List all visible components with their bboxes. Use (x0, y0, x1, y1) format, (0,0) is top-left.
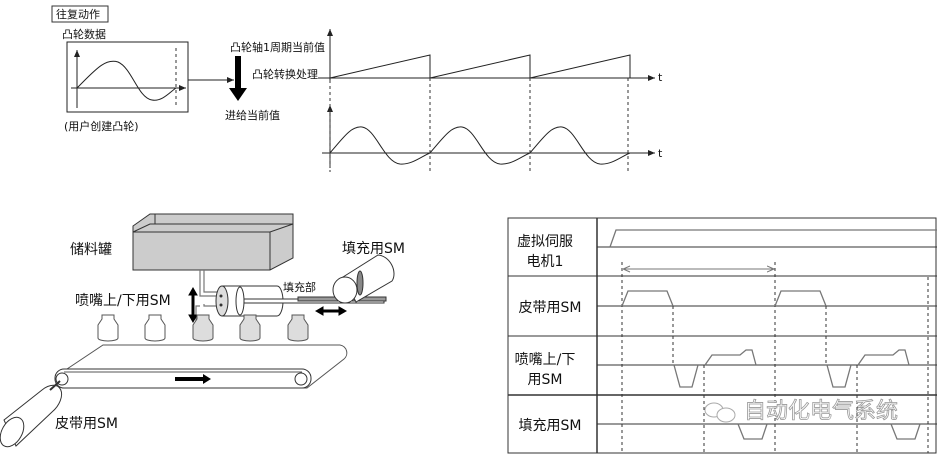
belt-sm-label: 皮带用SM (55, 416, 118, 432)
nozzle-sm-label: 喷嘴上/下用SM (75, 293, 171, 309)
belt-sm-signal (621, 290, 827, 307)
cam-data-label: 凸轮数据 (62, 27, 106, 41)
nozzle-vertical-arrow-icon (188, 286, 198, 324)
row-label-nozzle-sm-1: 喷嘴上/下 (515, 352, 576, 368)
nozzle-sm-signal (673, 349, 910, 388)
lower-t-label: t (658, 147, 663, 160)
cam-process-diagram: 往复动作 凸轮数据 (用户创建凸轮) 凸轮轴1周期当前值 凸轮转换处理 进给当前… (51, 5, 663, 172)
sawtooth-cam-axis (329, 54, 631, 79)
tank-label: 储料罐 (70, 242, 112, 258)
conveyor-belt (54, 344, 348, 389)
mode-box (51, 5, 109, 23)
feed-pipe (195, 270, 222, 324)
bottles (97, 314, 309, 342)
row-label-belt-sm: 皮带用SM (519, 300, 582, 316)
row-label-virtual-servo-2: 电机1 (527, 254, 564, 270)
filling-machine-illustration: 储料罐 填充部 填充用SM 喷嘴上/下用SM (0, 213, 405, 448)
cam-convert-label: 凸轮转换处理 (252, 67, 318, 81)
virtual-servo-signal (609, 229, 937, 248)
upper-t-label: t (658, 71, 663, 84)
mode-label: 往复动作 (56, 7, 100, 21)
watermark: 自动化电气系统 (704, 399, 898, 424)
watermark-text: 自动化电气系统 (744, 399, 898, 424)
feed-value-label: 进给当前值 (225, 108, 280, 122)
conveyor-direction-arrow-icon (175, 374, 211, 384)
timing-chart: 虚拟伺服 电机1 皮带用SM 喷嘴上/下 用SM 填充用SM 自 (507, 217, 937, 454)
cycle-dashes (621, 262, 929, 453)
row-label-nozzle-sm-2: 用SM (528, 372, 563, 388)
row-label-fill-sm: 填充用SM (519, 418, 582, 434)
down-arrow-icon (229, 56, 247, 101)
fill-horizontal-arrow-icon (314, 306, 348, 316)
cycle-markers (329, 78, 629, 172)
user-cam-label: (用户创建凸轮) (64, 119, 139, 133)
cam-curve (76, 60, 177, 101)
fill-servo-motor (332, 254, 395, 304)
fill-sm-signal (737, 423, 921, 440)
storage-tank (132, 213, 294, 271)
fill-sm-label: 填充用SM (342, 241, 405, 257)
fill-unit-label: 填充部 (283, 280, 316, 294)
feed-value-curve (329, 126, 631, 165)
row-label-virtual-servo-1: 虚拟伺服 (517, 234, 573, 250)
cam-axis-value-label: 凸轮轴1周期当前值 (230, 40, 325, 54)
belt-servo-motor (0, 380, 63, 448)
cam-data-box (66, 41, 189, 113)
